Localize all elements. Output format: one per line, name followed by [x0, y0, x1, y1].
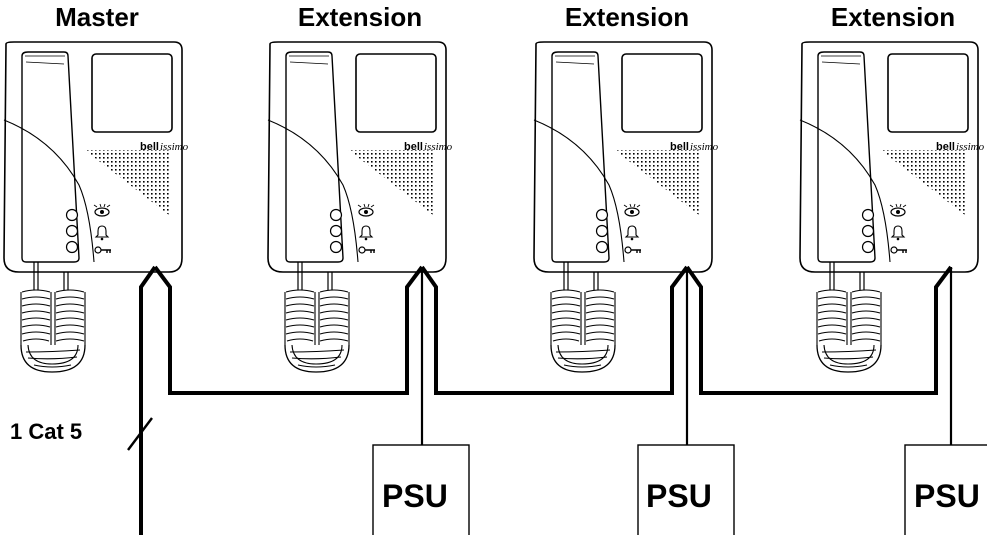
psu-box-3: [904, 444, 987, 535]
cable-count-slash: [127, 417, 153, 451]
cat5-bus-wiring: [139, 265, 953, 535]
psu-label-1: PSU: [382, 478, 448, 514]
extension-handset-unit-3: [800, 42, 985, 372]
psu-label-2: PSU: [646, 478, 712, 514]
psu-box-2: [637, 444, 735, 535]
psu-box-1: [372, 444, 470, 535]
extension-handset-unit-1: [268, 42, 453, 372]
master-handset-unit: [4, 42, 189, 372]
psu-feed-wires: [420, 267, 953, 445]
cable-label: 1 Cat 5: [10, 419, 83, 444]
unit-title-extension-3: Extension: [830, 2, 956, 32]
unit-title-extension-2: Extension: [564, 2, 690, 32]
unit-title-extension-1: Extension: [297, 2, 423, 32]
extension-handset-unit-2: [534, 42, 719, 372]
unit-title-master: Master: [55, 2, 139, 32]
psu-label-3: PSU: [914, 478, 980, 514]
